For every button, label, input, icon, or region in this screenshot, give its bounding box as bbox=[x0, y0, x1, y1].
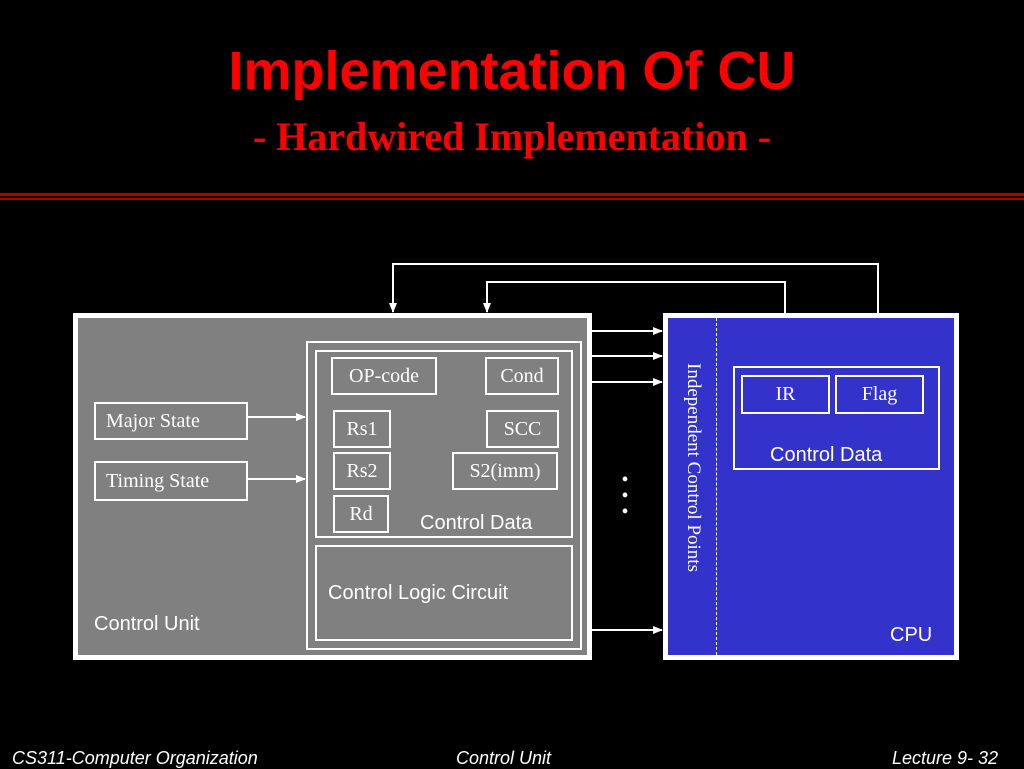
control-unit-box bbox=[73, 313, 592, 660]
flag-field: Flag bbox=[835, 375, 924, 414]
footer-course: CS311-Computer Organization bbox=[12, 748, 258, 768]
cpu-box bbox=[663, 313, 959, 660]
s2imm-label: S2(imm) bbox=[469, 459, 541, 482]
timing-state-box: Timing State bbox=[94, 461, 248, 501]
scc-label: SCC bbox=[503, 417, 542, 440]
independent-control-points-label: Independent Control Points bbox=[683, 363, 704, 572]
flag-label: Flag bbox=[861, 383, 898, 405]
scc-field: SCC bbox=[486, 410, 559, 448]
cond-field: Cond bbox=[485, 357, 559, 395]
feedback-wire-inner bbox=[483, 281, 786, 313]
footer-topic: Control Unit bbox=[456, 748, 552, 768]
title-divider-thin bbox=[0, 198, 1024, 200]
control-data-label: Control Data bbox=[420, 512, 533, 534]
control-points-divider bbox=[716, 318, 717, 655]
cond-label: Cond bbox=[500, 364, 544, 387]
rs2-field: Rs2 bbox=[333, 452, 391, 490]
major-state-label: Major State bbox=[106, 409, 200, 432]
opcode-field: OP-code bbox=[331, 357, 437, 395]
title-divider bbox=[0, 193, 1024, 196]
control-data-box bbox=[315, 350, 573, 538]
control-unit-label: Control Unit bbox=[94, 613, 200, 635]
cpu-label: CPU bbox=[890, 624, 933, 646]
opcode-label: OP-code bbox=[349, 364, 419, 387]
slide-subtitle: - Hardwired Implementation - bbox=[252, 114, 772, 159]
signal-ellipsis: • • • bbox=[621, 469, 629, 523]
footer-lecture: Lecture 9- 32 bbox=[892, 748, 999, 768]
cpu-control-data-box bbox=[733, 366, 940, 470]
major-state-box: Major State bbox=[94, 402, 248, 440]
rs1-label: Rs1 bbox=[346, 417, 378, 440]
rs2-label: Rs2 bbox=[346, 459, 378, 482]
cpu-control-data-label: Control Data bbox=[770, 444, 883, 466]
rs1-field: Rs1 bbox=[333, 410, 391, 448]
feedback-wire-outer bbox=[389, 263, 879, 313]
rd-label: Rd bbox=[349, 502, 373, 525]
control-logic-circuit-box bbox=[315, 545, 573, 641]
ir-field: IR bbox=[741, 375, 830, 414]
slide-title: Implementation Of CU bbox=[228, 41, 796, 101]
control-block bbox=[306, 341, 582, 650]
control-logic-circuit-label: Control Logic Circuit bbox=[328, 582, 509, 604]
rd-field: Rd bbox=[333, 495, 389, 533]
ir-label: IR bbox=[775, 383, 796, 405]
s2imm-field: S2(imm) bbox=[452, 452, 558, 490]
timing-state-label: Timing State bbox=[106, 469, 210, 492]
